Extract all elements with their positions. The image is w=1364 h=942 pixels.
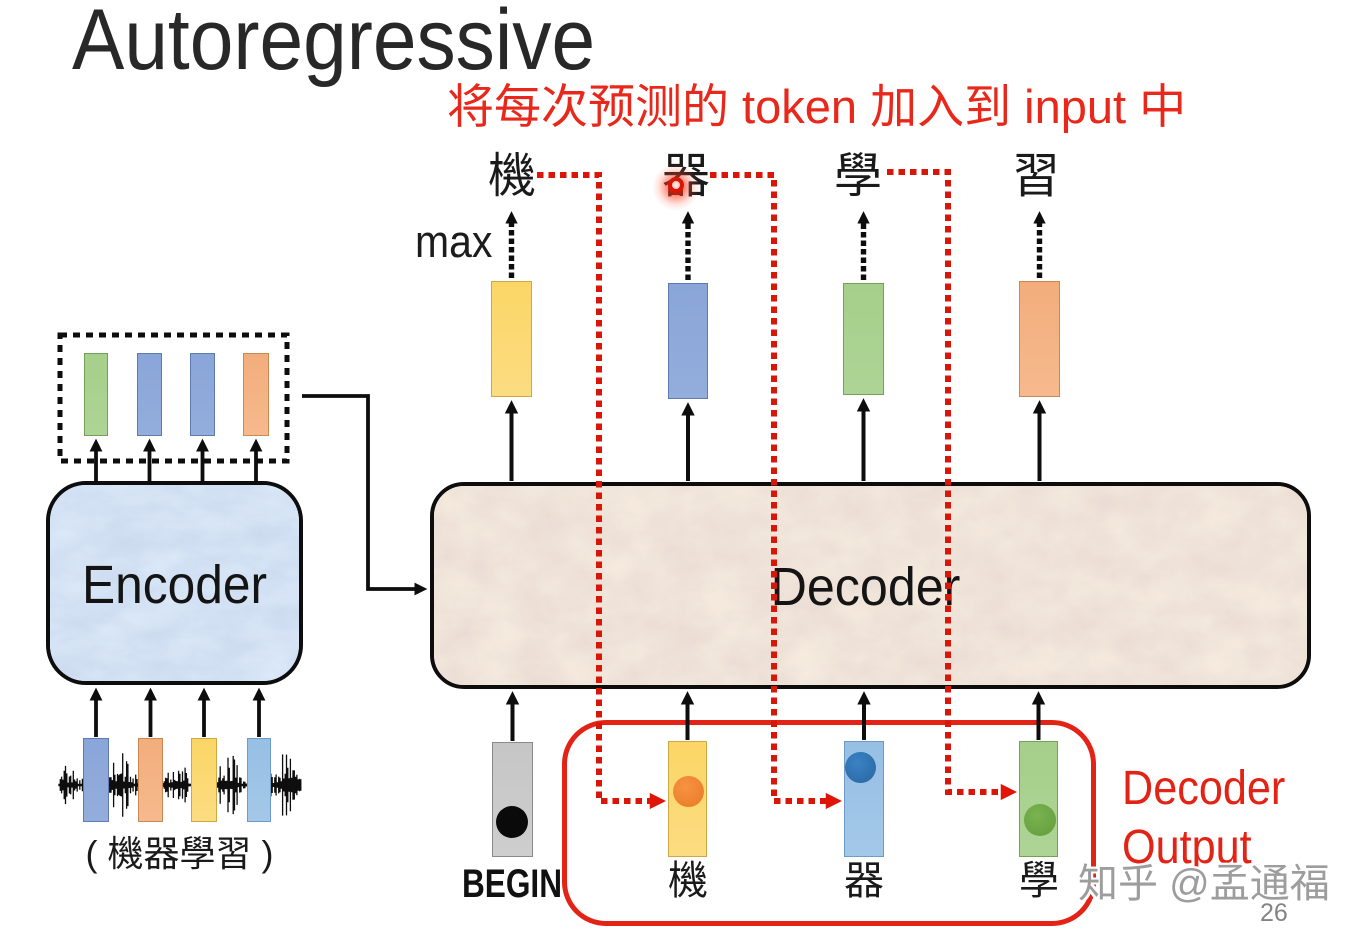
bottom-token-3: 學 (1019, 859, 1059, 903)
token-dot-green (1024, 804, 1056, 836)
top-token-3: 學 (833, 150, 882, 203)
top-token-4: 習 (1011, 150, 1060, 203)
input-bar-yellow (191, 738, 217, 822)
encoder-output-bar-blue1 (137, 353, 162, 436)
input-bar-orange (138, 738, 163, 822)
decoder-output-box (562, 720, 1096, 926)
output-bar-blue (668, 283, 708, 399)
decoder-box: Decoder (430, 482, 1311, 689)
page-number: 26 (1260, 899, 1288, 927)
begin-label: BEGIN (461, 862, 563, 906)
input-bar-lightblue (247, 738, 271, 822)
input-caption: ( 機器學習 ) (85, 833, 274, 874)
input-to-encoder-arrows (89, 687, 266, 737)
annotation-text: 将每次预测的 token 加入到 input 中 (447, 80, 1187, 133)
token-dot-orange (673, 776, 704, 807)
begin-dot (496, 806, 528, 838)
token-bar-green (1019, 741, 1058, 857)
decoder-to-output-arrows (504, 398, 1047, 481)
encoder-output-bar-orange (243, 353, 269, 436)
watermark: 知乎 @孟通福 (1078, 862, 1330, 906)
decoder-output-label-line2: Output (1122, 821, 1252, 874)
decoder-label: Decoder (770, 557, 961, 617)
encoder-output-bar-blue2 (190, 353, 215, 436)
encoder-output-bar-green (84, 353, 108, 436)
output-bar-green (843, 283, 884, 395)
page-title: Autoregressive (72, 0, 596, 88)
top-token-1: 機 (487, 150, 536, 203)
encoder-texture (50, 485, 299, 681)
input-bar-blue (83, 738, 109, 822)
begin-bar (492, 742, 533, 857)
output-bar-yellow (491, 281, 532, 397)
max-label: max (415, 216, 493, 267)
max-dotted-arrows (505, 211, 1046, 280)
highlight-glow-ring (668, 177, 684, 193)
encoder-label: Encoder (81, 555, 268, 615)
bottom-token-2: 器 (844, 859, 884, 903)
bottom-token-1: 機 (668, 859, 708, 903)
encoder-to-decoder-arrow (302, 394, 428, 596)
encoder-to-output-arrows (89, 438, 263, 481)
encoder-box: Encoder (46, 481, 303, 685)
token-dot-blue (845, 752, 876, 783)
decoder-output-label-line1: Decoder (1122, 762, 1286, 815)
output-bar-orange (1019, 281, 1060, 397)
